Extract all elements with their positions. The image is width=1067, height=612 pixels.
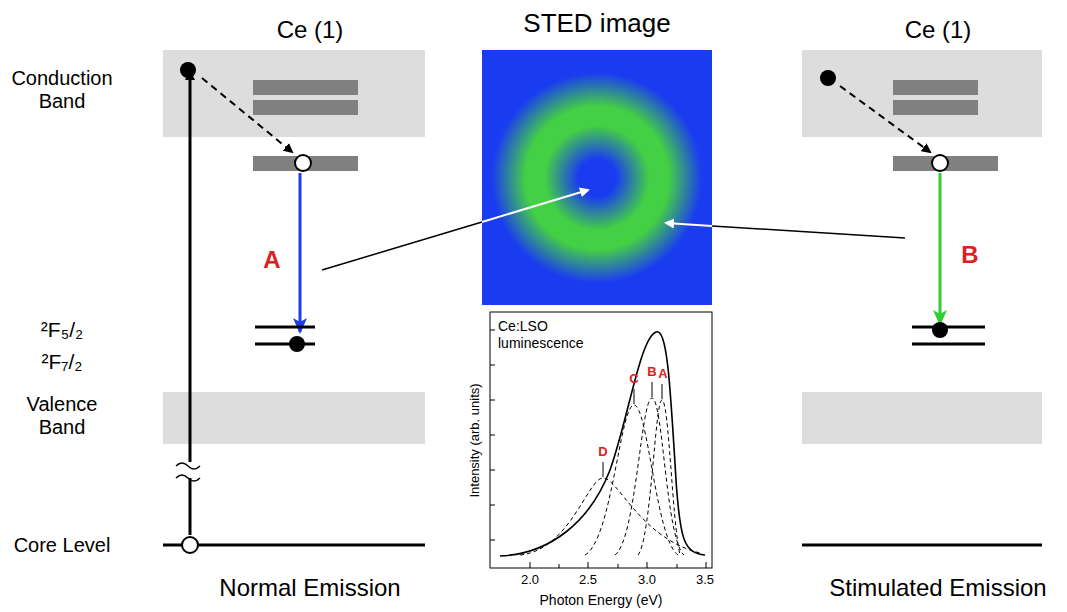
drawing-part: [163, 544, 425, 547]
drawing-part: [490, 540, 495, 541]
drawing-part: [634, 389, 635, 404]
drawing-part: [255, 326, 315, 329]
drawing-part: [289, 336, 305, 352]
peak-label: D: [598, 445, 607, 460]
drawing-part: [585, 405, 678, 555]
drawing-part: [255, 343, 315, 346]
sted-image-panel: STED image: [482, 50, 712, 305]
normal-emission-panel: [163, 50, 425, 553]
band-label: Valence Band: [12, 393, 112, 439]
transition-label: A: [263, 246, 280, 274]
drawing-part: [939, 173, 942, 324]
drawing-part: [490, 470, 495, 471]
drawing-part: [932, 155, 948, 171]
drawing-part: [482, 50, 712, 305]
drawing-part: [712, 226, 905, 238]
level-label: ²F₇/₂: [41, 350, 82, 374]
drawing-part: [176, 463, 200, 481]
peak-label: B: [647, 365, 656, 380]
drawing-part: [802, 392, 1042, 444]
transition-label: B: [961, 241, 978, 269]
drawing-part: [706, 562, 707, 568]
drawing-part: [559, 564, 560, 568]
drawing-part: [647, 562, 648, 568]
drawing-part: [677, 564, 678, 568]
drawing-part: [482, 190, 588, 222]
drawing-part: [662, 384, 663, 399]
drawing-part: [912, 343, 985, 346]
peak-label: C: [629, 372, 638, 387]
band-label: Conduction Band: [7, 67, 117, 113]
drawing-part: [802, 50, 1042, 137]
drawing-part: [490, 505, 495, 506]
drawing-part: [618, 564, 619, 568]
drawing-part: [295, 155, 311, 171]
drawing-part: [893, 80, 978, 95]
drawing-part: [490, 330, 495, 331]
level-label: Core Level: [14, 534, 111, 557]
panel-heading: Ce (1): [905, 16, 972, 44]
drawing-part: [322, 222, 482, 270]
drawing-part: [603, 382, 662, 477]
drawing-part: [588, 562, 589, 568]
drawing-part: [253, 80, 358, 95]
drawing-part: [482, 50, 712, 305]
drawing-part: [490, 312, 712, 568]
drawing-part: [932, 322, 948, 338]
drawing-part: [180, 62, 196, 78]
chart-panel: Ce:LSO luminescence: [490, 312, 712, 568]
drawing-part: [299, 173, 302, 332]
drawing-part: [638, 400, 680, 555]
axis-title: Photon Energy (eV): [540, 592, 663, 608]
drawing-part: [520, 398, 700, 555]
drawing-part: [490, 365, 495, 366]
leader-lines: [322, 190, 905, 270]
panel-title: STED image: [442, 8, 752, 39]
drawing-part: [163, 392, 425, 444]
panel-caption: Stimulated Emission: [829, 574, 1046, 602]
tick-label: 3.0: [638, 573, 656, 588]
drawing-part: [202, 78, 292, 152]
peak-label: A: [658, 367, 667, 382]
drawing-part: [163, 50, 425, 137]
drawing-part: [500, 332, 705, 556]
drawing-part: [603, 462, 604, 477]
panel-heading: Ce (1): [277, 16, 344, 44]
tick-label: 3.5: [696, 573, 714, 588]
level-label: ²F₅/₂: [41, 318, 83, 342]
drawing-part: [615, 398, 684, 555]
drawing-part: [490, 400, 495, 401]
stimulated-emission-panel: [802, 50, 1042, 545]
drawing-part: [893, 100, 978, 115]
axis-title: Intensity (arb. units): [468, 383, 483, 497]
drawing-part: [490, 330, 706, 568]
drawing-part: [666, 223, 712, 226]
drawing-part: [530, 562, 531, 568]
drawing-part: [840, 86, 930, 152]
chart-title: Ce:LSO luminescence: [498, 318, 593, 352]
drawing-part: [182, 537, 198, 553]
drawing-part: [652, 382, 653, 397]
drawing-part: [893, 156, 998, 171]
drawing-part: [912, 326, 985, 329]
sted-image: [482, 50, 712, 305]
tick-label: 2.5: [579, 573, 597, 588]
drawing-part: [820, 70, 836, 86]
drawing-part: [490, 435, 495, 436]
drawing-part: [802, 544, 1042, 547]
tick-label: 2.0: [521, 573, 539, 588]
panel-caption: Normal Emission: [219, 574, 400, 602]
drawing-part: [253, 100, 358, 115]
drawing-part: [253, 156, 358, 171]
luminescence-chart: [490, 312, 712, 568]
